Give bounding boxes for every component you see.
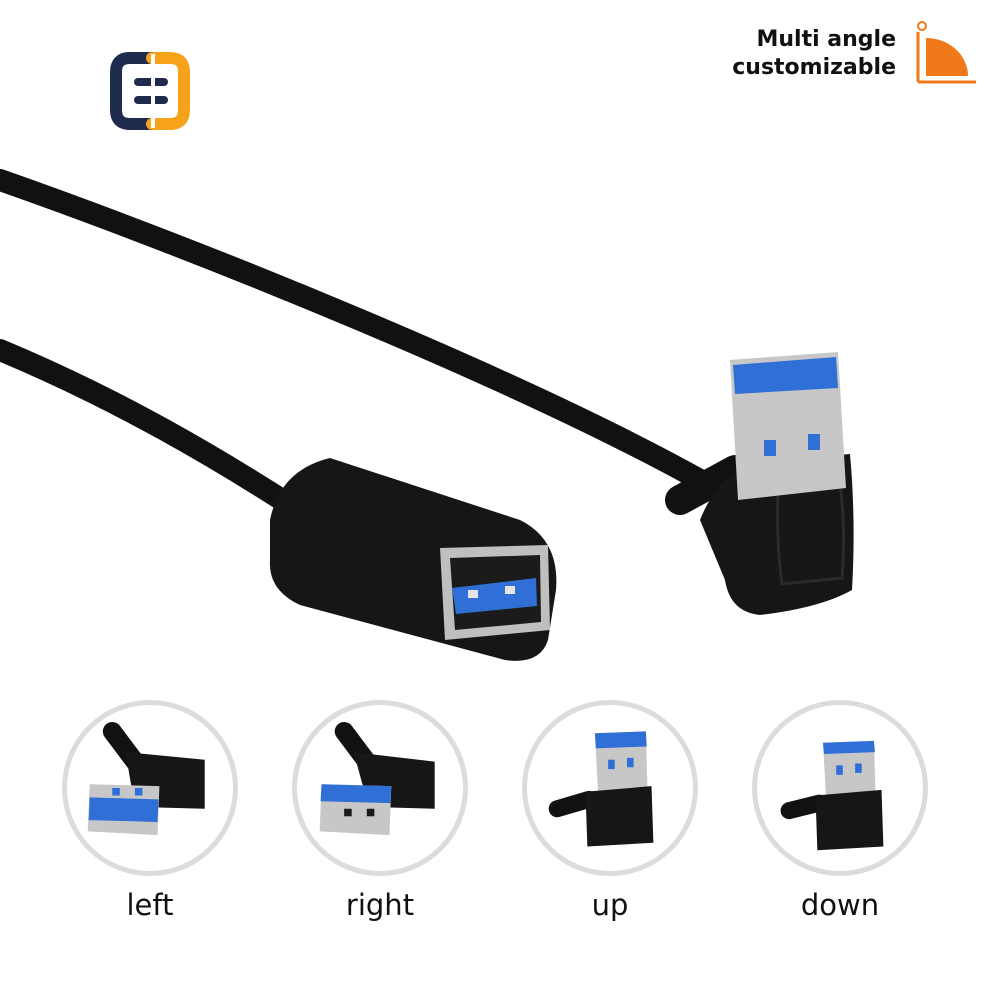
variant-label-up: up [591,888,629,922]
variant-left-circle [62,700,238,876]
brand-logo-icon [110,52,190,130]
angled-male-connector [665,352,854,615]
usb-up-icon [548,731,654,847]
usb-down-icon [780,740,884,851]
usb-right-icon [319,721,435,836]
badge-line-1: Multi angle [756,27,896,52]
usb-left-icon [87,721,205,836]
usb-extension-cable-photo [0,169,854,661]
multi-angle-badge: Multi angle customizable [700,18,982,90]
variant-right-circle [292,700,468,876]
variant-label-down: down [800,888,880,922]
badge-text: Multi angle customizable [700,26,896,82]
variant-label-left: left [126,888,174,922]
variant-label-right: right [345,888,415,922]
badge-line-2: customizable [732,55,896,80]
angle-icon [916,21,976,84]
variant-up-circle [522,700,698,876]
female-connector [269,458,557,661]
variant-down-circle [752,700,928,876]
cable-lower [0,339,301,516]
cable-upper [0,169,711,491]
